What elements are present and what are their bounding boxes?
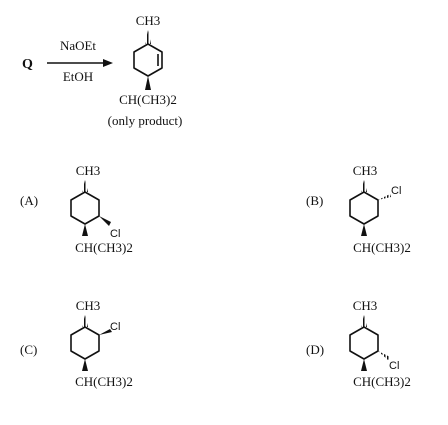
option-a-chlorine: Cl: [110, 228, 120, 240]
cyclohexane-ring: [70, 191, 100, 225]
option-a-label: (A): [20, 193, 38, 208]
option-c-isopropyl-label: CH(CH3)2: [75, 374, 133, 389]
option-c-chlorine: Cl: [110, 321, 120, 333]
option-d-chlorine: Cl: [389, 360, 399, 372]
cyclohexane-ring: [70, 326, 100, 360]
option-b[interactable]: (B) CH3 Cl CH(CH3)2: [306, 163, 411, 255]
hashed-wedge-bond: [361, 180, 367, 192]
solid-wedge-bond: [99, 329, 112, 335]
solid-wedge-bond: [361, 359, 367, 371]
option-b-methyl-label: CH3: [353, 163, 378, 178]
reagent-etoh: EtOH: [63, 69, 93, 84]
option-c-label: (C): [20, 342, 37, 357]
solid-wedge-bond: [99, 216, 111, 226]
reactant-q: Q: [22, 57, 33, 72]
option-b-chlorine: Cl: [391, 185, 401, 197]
option-b-isopropyl-label: CH(CH3)2: [353, 240, 411, 255]
hashed-wedge-bond: [378, 351, 390, 360]
option-d-isopropyl-label: CH(CH3)2: [353, 374, 411, 389]
option-c[interactable]: (C) CH3 Cl CH(CH3)2: [20, 298, 133, 389]
product-note: (only product): [108, 113, 183, 128]
option-a-methyl-label: CH3: [76, 163, 101, 178]
hashed-wedge-bond: [82, 315, 88, 327]
solid-wedge-bond: [361, 224, 367, 236]
option-b-label: (B): [306, 193, 323, 208]
option-c-methyl-label: CH3: [76, 298, 101, 313]
solid-wedge-bond: [145, 76, 151, 90]
product-isopropyl-label: CH(CH3)2: [119, 92, 177, 107]
solid-wedge-bond: [82, 224, 88, 236]
option-d[interactable]: (D) CH3 Cl CH(CH3)2: [306, 298, 411, 389]
option-a[interactable]: (A) CH3 Cl CH(CH3)2: [20, 163, 133, 255]
solid-wedge-bond: [82, 359, 88, 371]
hashed-wedge-bond: [145, 30, 151, 44]
hashed-wedge-bond: [82, 180, 88, 192]
cyclohexane-ring: [349, 326, 379, 360]
reagent-naoet: NaOEt: [60, 38, 96, 53]
option-d-label: (D): [306, 342, 324, 357]
product-methyl-label: CH3: [136, 13, 161, 28]
hashed-wedge-bond: [361, 315, 367, 327]
option-d-methyl-label: CH3: [353, 298, 378, 313]
option-a-isopropyl-label: CH(CH3)2: [75, 240, 133, 255]
arrow-head: [103, 59, 113, 67]
product-molecule: CH3 CH(CH3)2 (only product): [108, 13, 183, 128]
cyclohexane-ring: [349, 191, 379, 225]
hashed-wedge-bond: [378, 194, 391, 200]
